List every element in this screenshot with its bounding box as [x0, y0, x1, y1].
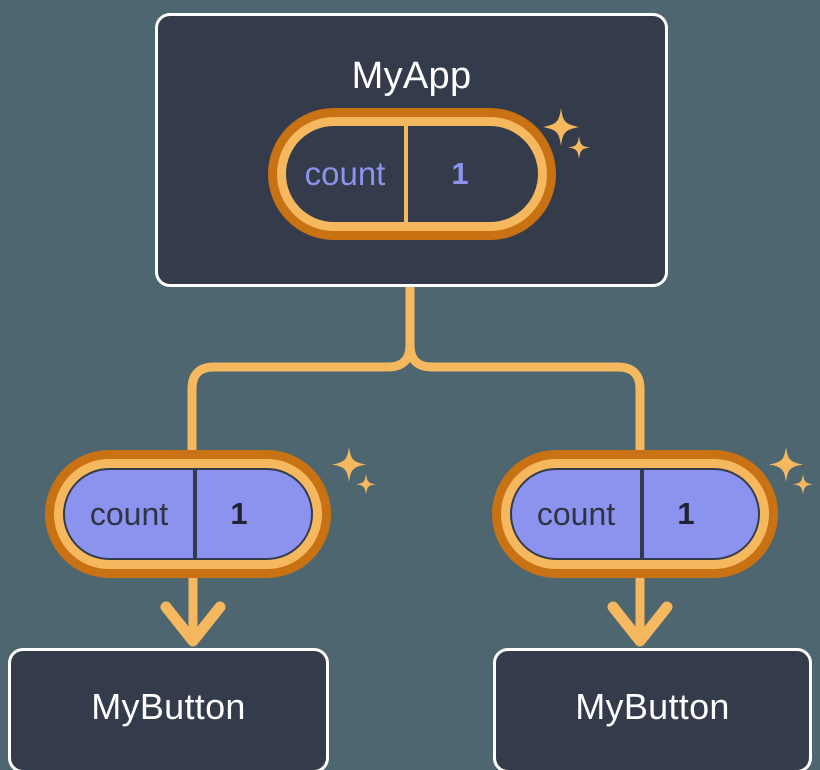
component-card-mybutton-right[interactable]: MyButton: [493, 648, 812, 770]
state-value-label: 1: [451, 156, 469, 191]
state-key-label: count: [536, 495, 616, 532]
state-pill-mybutton-right[interactable]: count 1: [492, 450, 778, 578]
sparkle-large: [769, 447, 803, 482]
sparkle-icon-mybutton-left: [332, 447, 376, 495]
state-key-label: count: [304, 155, 386, 192]
pill-body: count 1: [510, 468, 760, 560]
state-key-label: count: [89, 495, 169, 532]
sparkle-small: [793, 474, 813, 495]
connector-tree-path: [187, 282, 645, 475]
state-value-label: 1: [677, 496, 695, 531]
sparkle-small: [356, 474, 376, 495]
pill-divider: [404, 126, 408, 222]
component-title-myapp: MyApp: [351, 55, 472, 97]
sparkle-large: [332, 447, 366, 482]
pill-body: count 1: [63, 468, 313, 560]
component-title-mybutton-left: MyButton: [91, 686, 246, 727]
component-title-mybutton-right: MyButton: [575, 686, 730, 727]
pill-body: count 1: [286, 126, 538, 222]
state-pill-myapp[interactable]: count 1: [268, 108, 556, 240]
component-card-mybutton-left[interactable]: MyButton: [8, 648, 329, 770]
state-pill-mybutton-left[interactable]: count 1: [45, 450, 331, 578]
pill-divider: [193, 470, 197, 558]
pill-divider: [640, 470, 644, 558]
state-value-label: 1: [230, 496, 248, 531]
